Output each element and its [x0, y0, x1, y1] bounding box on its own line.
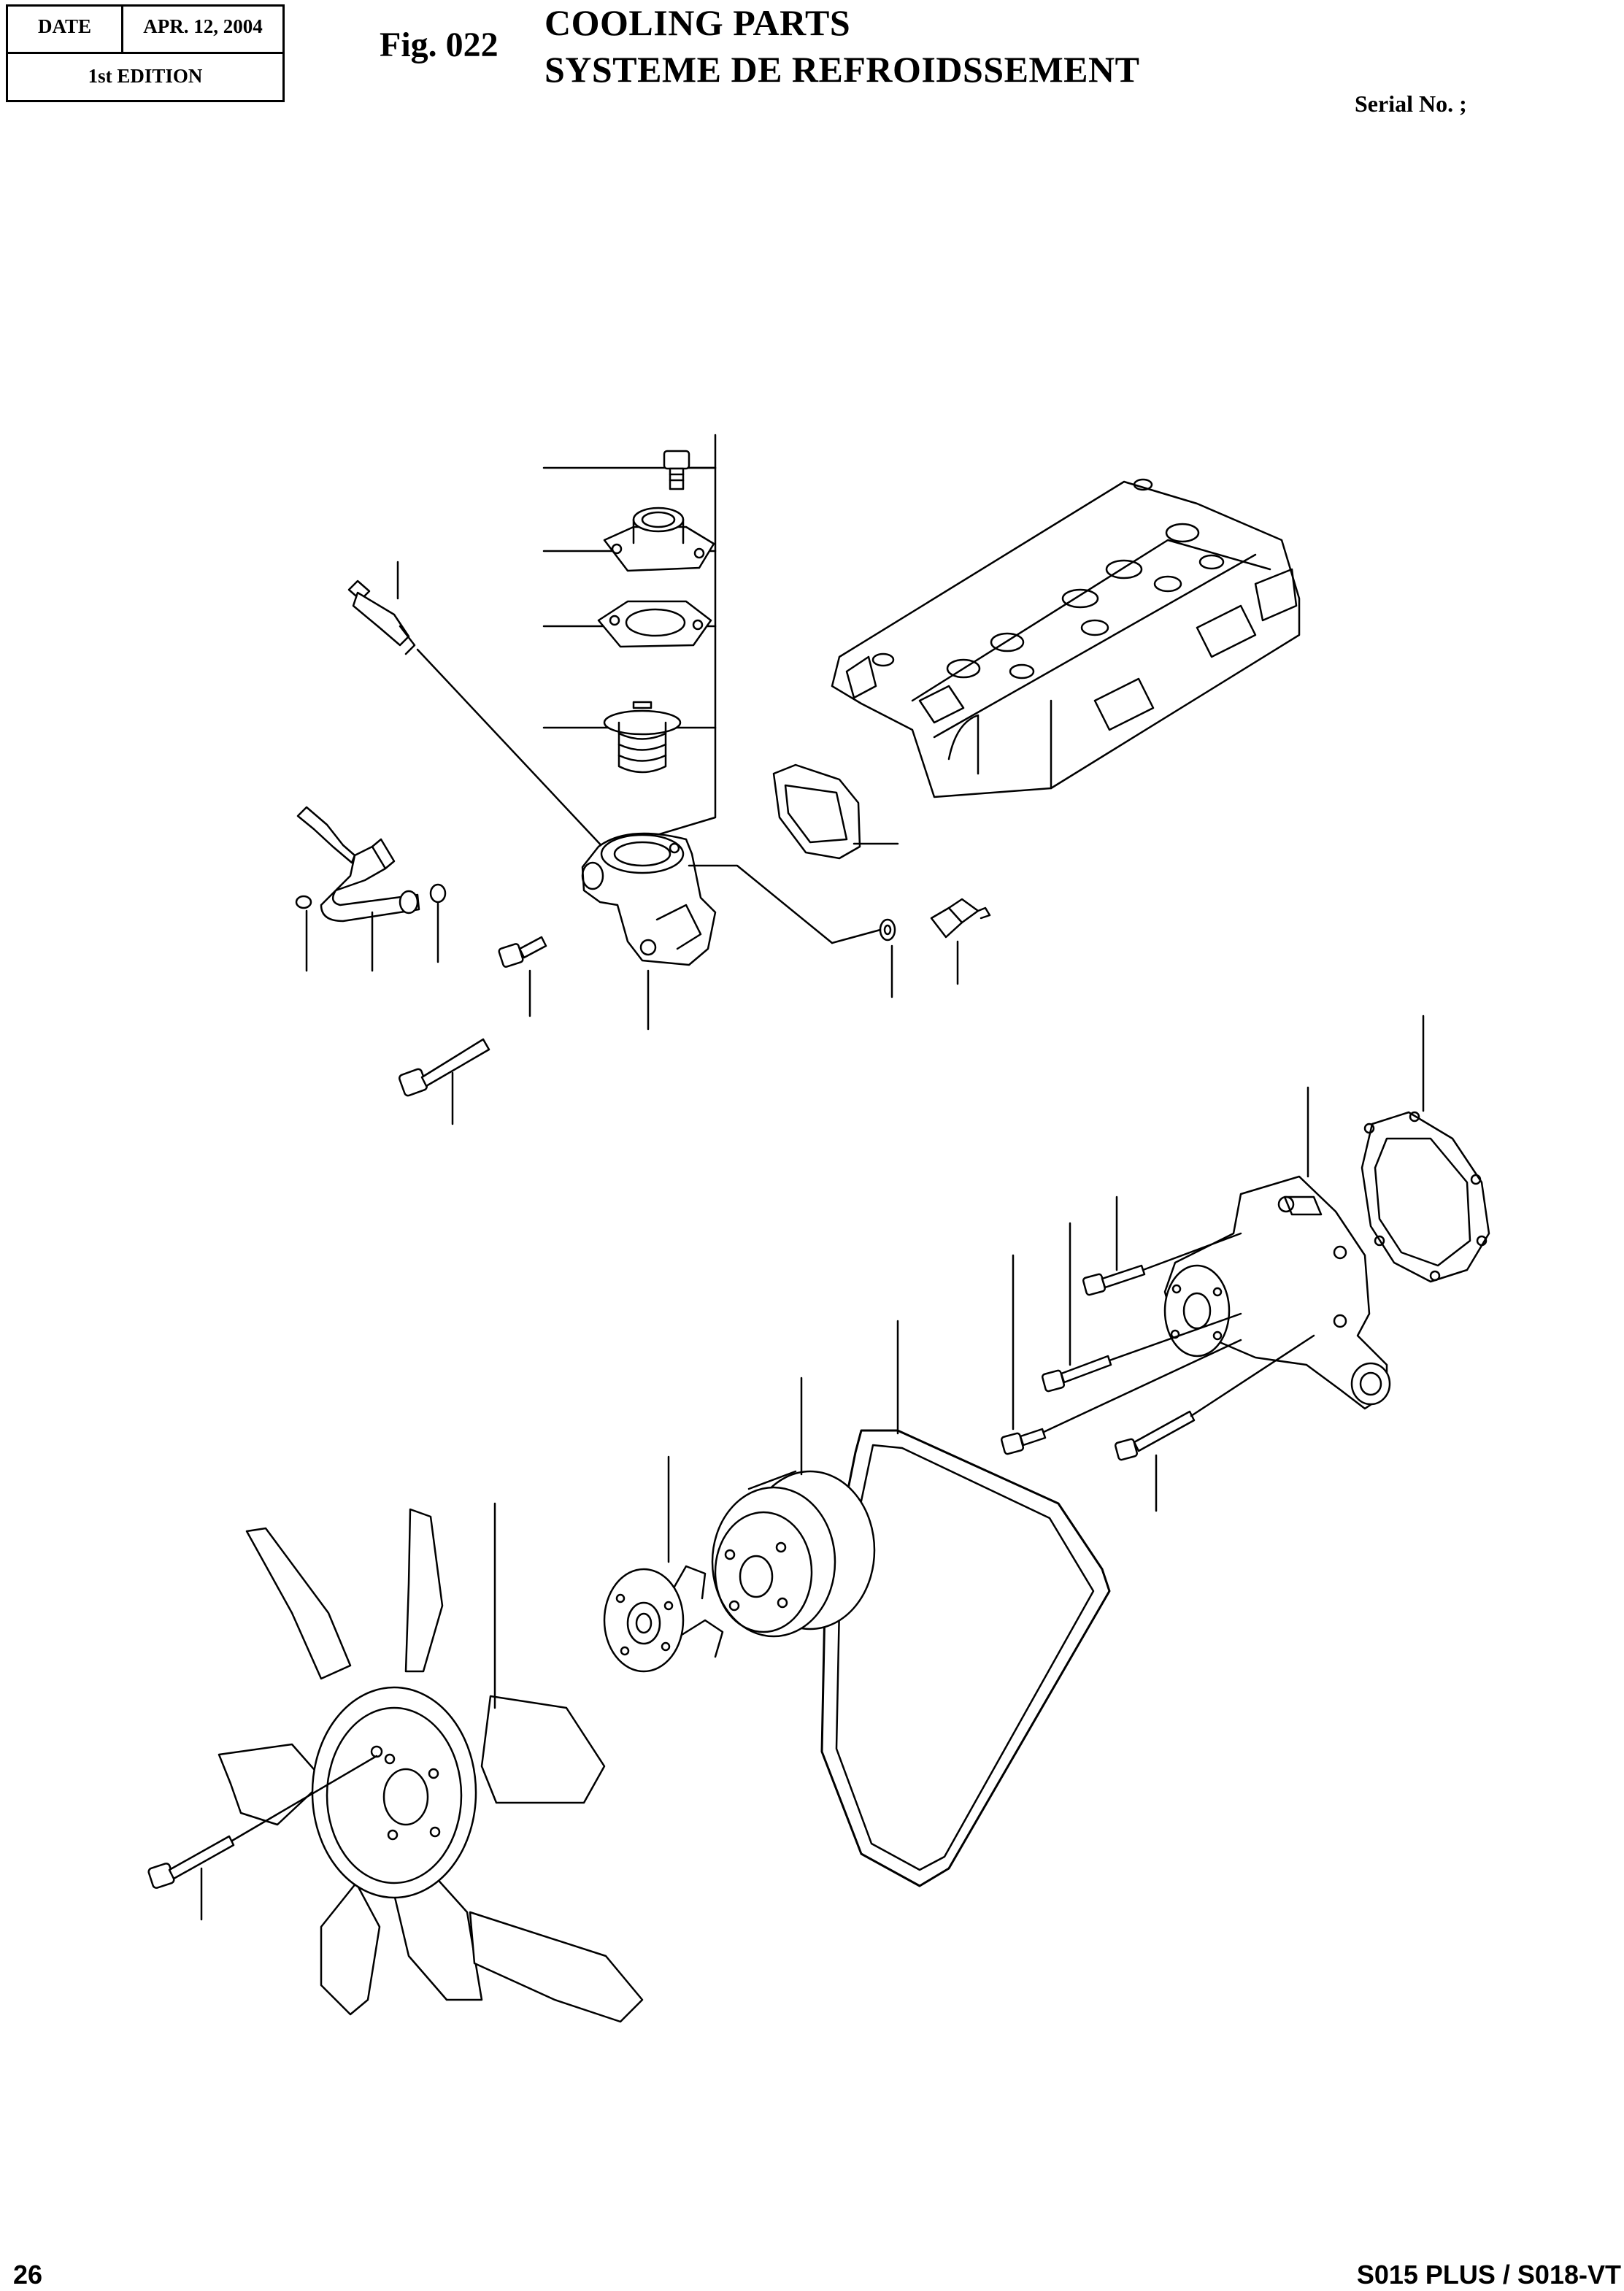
figure-number: Fig. 022: [380, 26, 499, 64]
serial-number-label: Serial No. ;: [1355, 91, 1467, 117]
temperature-sensor: [931, 899, 990, 984]
water-pump-gasket: [1362, 1016, 1489, 1282]
thermostat-cover: [604, 508, 714, 571]
pulley-spacer: [604, 1457, 723, 1671]
fan-pulley: [712, 1378, 874, 1636]
cooling-fan: [219, 1503, 642, 2022]
pump-bolt: [1001, 1197, 1314, 1511]
thermostat-gasket: [599, 601, 711, 647]
water-pump: [1165, 1087, 1390, 1409]
page-number: 26: [13, 2260, 43, 2290]
header-divider-horizontal: [8, 52, 282, 54]
page-title-fr: SYSTEME DE REFROIDSSEMENT: [544, 49, 1140, 90]
water-pipe: [298, 807, 419, 921]
housing-bolt-short: [499, 937, 546, 1016]
date-value: APR. 12, 2004: [143, 15, 263, 37]
cylinder-head: [832, 480, 1299, 797]
header-box: DATE APR. 12, 2004 1st EDITION: [6, 4, 285, 102]
v-belt: [822, 1321, 1109, 1886]
washer: [832, 920, 895, 997]
leader-lines-pipe: [307, 904, 438, 971]
edition-label: 1st EDITION: [88, 65, 203, 87]
housing-bolt-long: [399, 1039, 489, 1124]
date-label: DATE: [37, 15, 91, 37]
fan-bolt: [147, 1756, 377, 1920]
thermostat-cover-bolt: [664, 451, 689, 489]
header-divider-vertical: [121, 7, 123, 52]
page-title-en: COOLING PARTS: [544, 2, 851, 43]
thermostat-housing: [582, 833, 832, 1029]
model-name: S015 PLUS / S018-VT: [1356, 2260, 1621, 2290]
o-ring-right: [431, 885, 445, 902]
housing-gasket: [774, 765, 898, 858]
o-ring-left: [296, 896, 311, 908]
thermostat: [604, 702, 680, 772]
temperature-switch: [349, 562, 606, 850]
